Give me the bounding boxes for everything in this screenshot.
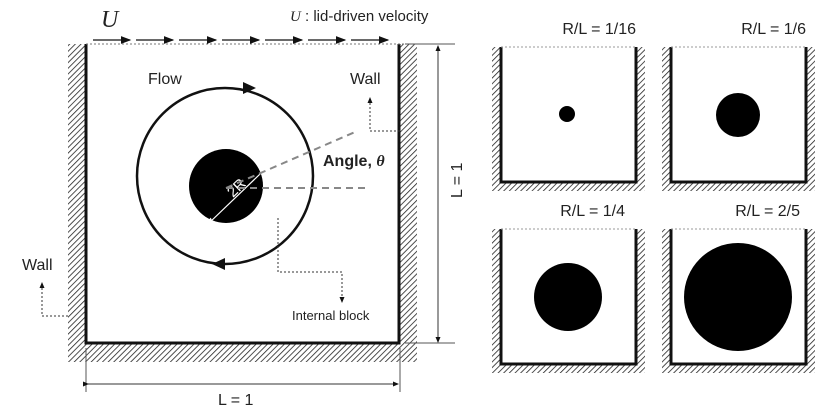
flow-label: Flow: [148, 71, 182, 88]
bottom-wall: [68, 343, 417, 362]
panel-4: R/L = 2/5: [662, 203, 815, 373]
flow-arrow-bottom: [212, 258, 225, 270]
block: [684, 243, 792, 351]
panel-label: R/L = 2/5: [735, 203, 800, 220]
panel-label: R/L = 1/16: [562, 21, 636, 38]
wall-left-leader: [39, 282, 68, 317]
panel-label: R/L = 1/6: [741, 21, 806, 38]
width-label: L = 1: [218, 392, 254, 409]
height-label: L = 1: [449, 162, 466, 198]
diameter-arrow: [207, 151, 284, 225]
wall-right-leader: [367, 97, 400, 132]
main-cavity: U U : lid-driven velocity Flow 2R Angle,…: [22, 7, 466, 409]
wall-label-right: Wall: [350, 71, 381, 88]
velocity-symbol: U: [101, 7, 120, 33]
panel-3: R/L = 1/4: [492, 203, 645, 373]
internal-block-leader: [277, 218, 345, 303]
left-wall: [68, 44, 85, 362]
panel-1: R/L = 1/16: [492, 21, 645, 191]
block: [559, 106, 575, 122]
block: [716, 93, 760, 137]
right-wall: [400, 44, 417, 362]
internal-block-label: Internal block: [292, 308, 370, 323]
velocity-legend: U : lid-driven velocity: [290, 8, 429, 25]
panel-label: R/L = 1/4: [560, 203, 625, 220]
panel-2: R/L = 1/6: [662, 21, 815, 191]
wall-label-left: Wall: [22, 257, 53, 274]
flow-arrow-top: [243, 82, 256, 94]
angle-label: Angle, θ: [323, 153, 385, 170]
block: [534, 263, 602, 331]
